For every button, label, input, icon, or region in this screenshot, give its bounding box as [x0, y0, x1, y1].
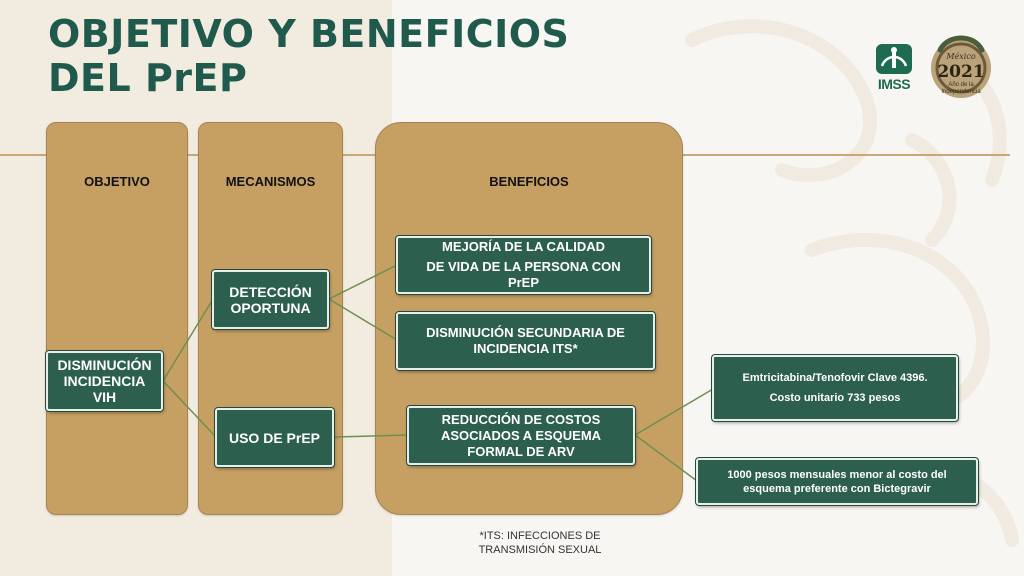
node-disminucion-incidencia-its: DISMINUCIÓN SECUNDARIA DE INCIDENCIA ITS…	[396, 312, 655, 370]
anniversary-year: 2021	[937, 62, 985, 82]
its-footnote: *ITS: INFECCIONES DE TRANSMISIÓN SEXUAL	[455, 529, 625, 557]
node-line: USO DE PrEP	[228, 429, 321, 446]
node-line: VIH	[92, 389, 117, 405]
connector-costos-mensual	[634, 434, 698, 482]
node-line: ASOCIADOS A ESQUEMA	[440, 427, 602, 443]
column-objetivo-label: OBJETIVO	[84, 174, 150, 189]
connector-objetivo-deteccion	[162, 298, 214, 382]
node-line: esquema preferente con Bictegravir	[743, 482, 931, 495]
node-line: MEJORÍA DE LA CALIDAD	[442, 239, 605, 254]
imss-eagle-icon	[876, 44, 912, 74]
connector-deteccion-calidad	[328, 264, 398, 300]
anniversary-text-independencia: Independencia	[941, 89, 981, 95]
connector-costos-unitario	[634, 388, 714, 436]
node-mejoria-calidad-vida: MEJORÍA DE LA CALIDAD DE VIDA DE LA PERS…	[396, 236, 651, 294]
node-line: Emtricitabina/Tenofovir Clave 4396.	[742, 372, 928, 384]
serpent-emblem-icon	[931, 35, 991, 98]
column-mecanismos-label: MECANISMOS	[225, 174, 316, 189]
page-title-line-2: DEL PrEP	[48, 56, 248, 100]
column-objetivo: OBJETIVO	[46, 122, 188, 515]
page-title: OBJETIVO Y BENEFICIOS DEL PrEP	[48, 12, 569, 100]
connector-uso-costos	[333, 434, 409, 438]
node-reduccion-costos: REDUCCIÓN DE COSTOS ASOCIADOS A ESQUEMA …	[407, 406, 635, 465]
node-costo-unitario: Emtricitabina/Tenofovir Clave 4396. Cost…	[712, 355, 958, 421]
connector-deteccion-its	[328, 298, 398, 341]
node-line: OPORTUNA	[230, 299, 311, 316]
node-line: FORMAL DE ARV	[467, 443, 575, 459]
imss-logo: IMSS	[872, 42, 916, 94]
node-line: DISMINUCIÓN	[57, 357, 152, 373]
column-beneficios-label: BENEFICIOS	[489, 174, 569, 189]
footnote-line-1: *ITS: INFECCIONES DE	[479, 530, 601, 542]
node-uso-de-prep: USO DE PrEP	[215, 408, 334, 467]
node-line: REDUCCIÓN DE COSTOS	[441, 411, 601, 427]
node-line: DE VIDA DE LA PERSONA CON	[426, 259, 621, 274]
anniversary-2021-logo: México 2021 Año de la Independencia	[928, 30, 994, 102]
page-title-line-1: OBJETIVO Y BENEFICIOS	[48, 12, 570, 56]
node-costo-mensual: 1000 pesos mensuales menor al costo del …	[696, 458, 978, 505]
connector-objetivo-uso	[162, 380, 217, 438]
node-line: PrEP	[507, 275, 540, 290]
anniversary-text-ano: Año de la	[948, 82, 974, 88]
node-line: DETECCIÓN	[229, 283, 312, 300]
node-line: Costo unitario 733 pesos	[769, 392, 901, 404]
anniversary-text-mexico: México	[946, 52, 976, 61]
node-disminucion-incidencia-vih: DISMINUCIÓN INCIDENCIA VIH	[46, 351, 163, 411]
footnote-line-2: TRANSMISIÓN SEXUAL	[478, 544, 602, 556]
node-line: INCIDENCIA	[63, 373, 146, 389]
node-line: DISMINUCIÓN SECUNDARIA DE	[426, 325, 625, 340]
imss-logo-text: IMSS	[877, 76, 911, 92]
node-line: INCIDENCIA ITS*	[473, 341, 578, 356]
node-deteccion-oportuna: DETECCIÓN OPORTUNA	[212, 270, 329, 329]
node-line: 1000 pesos mensuales menor al costo del	[727, 468, 947, 481]
